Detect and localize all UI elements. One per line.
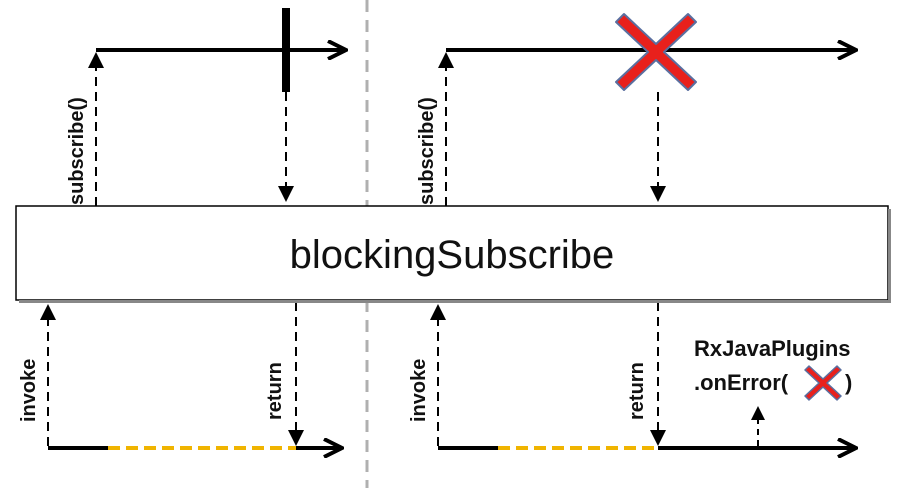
operator-name: blockingSubscribe (290, 233, 615, 277)
left-complete-arrowhead (278, 186, 294, 202)
right-subscribe-label: subscribe() (416, 97, 438, 205)
left-return-arrowhead (288, 430, 304, 446)
completion-bar-icon (282, 8, 290, 92)
left-invoke-arrowhead (40, 304, 56, 320)
plugin-label-line2: .onError( (694, 370, 789, 395)
right-return-arrowhead (650, 430, 666, 446)
plugin-onerror-arrowhead (751, 406, 765, 420)
right-invoke-label: invoke (408, 359, 430, 422)
right-invoke-arrowhead (430, 304, 446, 320)
left-return-label: return (264, 362, 286, 420)
error-x-icon (615, 13, 697, 91)
right-error-arrowhead (650, 186, 666, 202)
left-invoke-label: invoke (18, 359, 40, 422)
plugin-error-x-icon (804, 365, 842, 401)
operator-box-shadow-side (888, 209, 891, 303)
left-subscribe-label: subscribe() (66, 97, 88, 205)
plugin-label-line1: RxJavaPlugins (694, 336, 851, 361)
left-subscribe-arrowhead (88, 52, 104, 68)
right-return-label: return (626, 362, 648, 420)
right-subscribe-arrowhead (438, 52, 454, 68)
operator-box-shadow (19, 300, 891, 303)
plugin-label-close: ) (845, 370, 852, 395)
